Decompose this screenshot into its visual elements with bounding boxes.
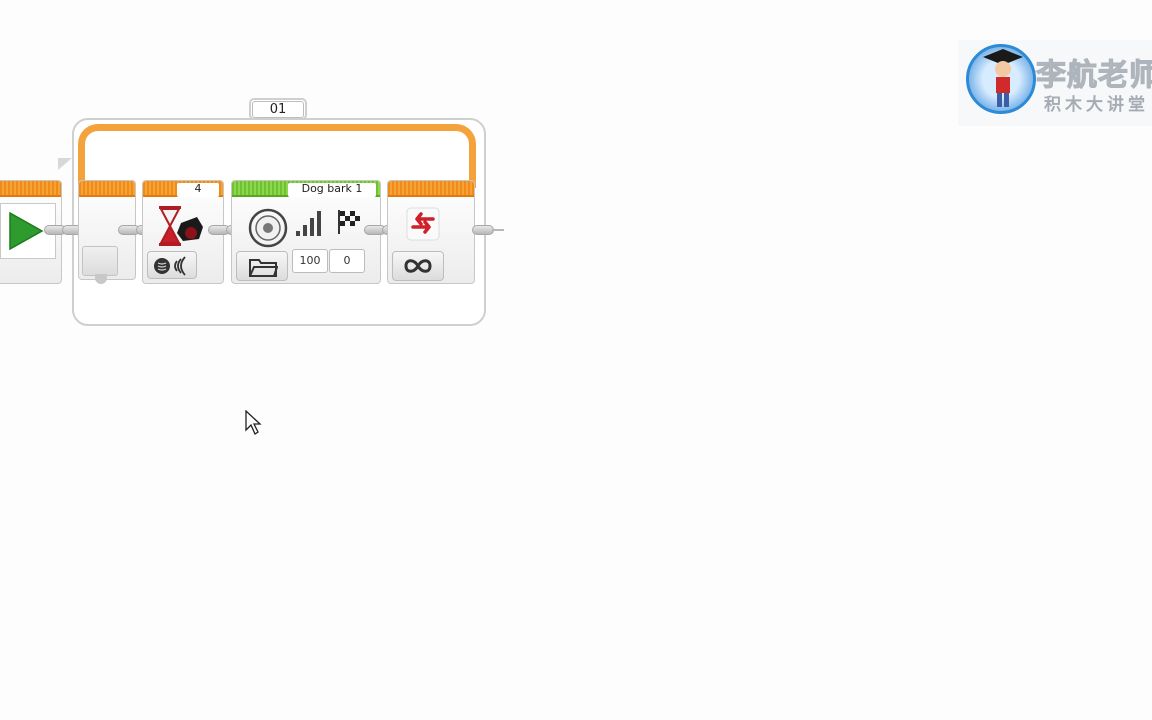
teacher-avatar-icon [983,49,1023,107]
infinity-icon [404,259,432,273]
loop-end-bar [388,181,474,197]
logo-avatar [966,44,1036,114]
logo-subtitle: 积木大讲堂 [1044,95,1149,115]
sound-sensor-icon [154,256,186,276]
wait-value-field[interactable]: 4 [177,183,219,197]
loop-interrupt-plug [95,274,107,284]
sound-file-name-field[interactable]: Dog bark 1 [288,183,376,197]
wait-block[interactable]: 4 [142,180,224,284]
play-type-input[interactable]: 0 [329,249,365,273]
mouse-cursor-icon [245,410,262,435]
sequence-wire[interactable] [472,225,494,235]
checkered-flag-icon [338,210,360,234]
loop-name-field[interactable]: 01 [252,101,304,118]
loop-flow-arc [78,124,476,188]
loop-end-block[interactable] [387,180,475,284]
logo-title: 李航老师 [1036,58,1152,94]
play-icon[interactable] [6,211,46,251]
loop-interrupt-slot[interactable] [82,246,118,276]
loop-repeat-icon [406,207,440,241]
speaker-icon [248,208,288,248]
sound-mode-button[interactable] [236,251,288,281]
hourglass-icon [159,206,203,246]
sequence-wire-end[interactable] [492,229,504,231]
loop-start-arrow [58,158,72,170]
start-play-area[interactable] [0,203,56,259]
start-block-bar [0,181,61,197]
wait-mode-button[interactable] [147,251,197,279]
volume-icon [296,211,321,236]
loop-mode-button[interactable] [392,251,444,281]
volume-input[interactable]: 100 [292,249,328,273]
loop-start-bar [79,181,135,197]
sound-block[interactable]: Dog bark 1 100 0 [231,180,381,284]
folder-icon [249,259,278,277]
